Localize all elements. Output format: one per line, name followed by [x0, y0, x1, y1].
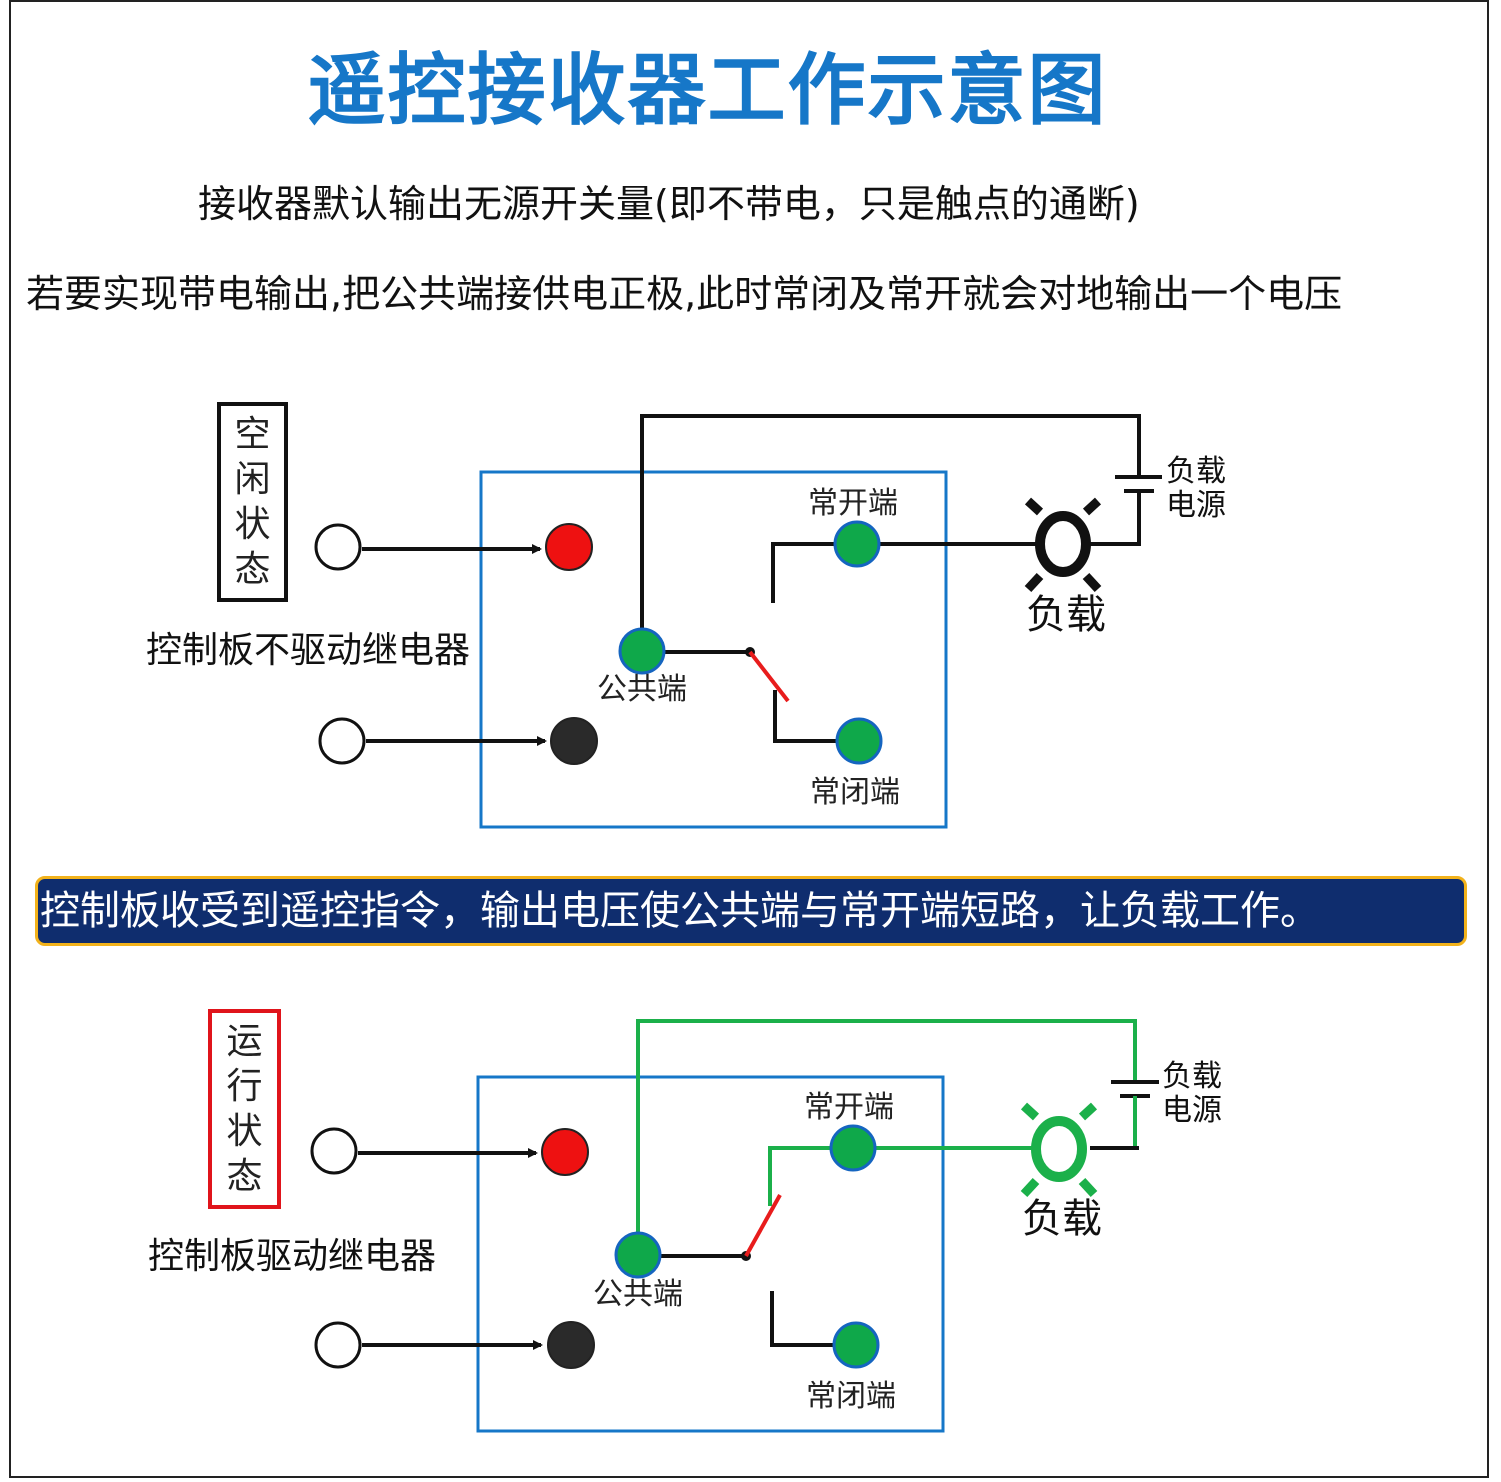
idle-diagram: 常开端 公共端 常闭端 负载 电源 负载 [314, 414, 1226, 829]
idle-state-char: 闲 [234, 459, 271, 500]
idle-indicator-red [545, 523, 593, 571]
running-state-char: 状 [226, 1111, 263, 1152]
idle-state-box: 空 闲 状 态 [217, 402, 288, 602]
idle-supply-label-1: 负载 [1166, 454, 1226, 489]
idle-nc-label: 常闭端 [810, 775, 900, 810]
running-indicator-red [541, 1128, 589, 1176]
running-no-terminal [829, 1124, 877, 1172]
outer-frame [9, 0, 1489, 1478]
idle-input-terminal-top [314, 523, 362, 571]
idle-switch-blade [748, 650, 790, 703]
idle-common-terminal [618, 627, 666, 675]
running-common-label: 公共端 [593, 1277, 683, 1312]
running-input-terminal-bottom [314, 1321, 362, 1369]
running-control-label: 控制板驱动继电器 [148, 1236, 437, 1277]
running-load-lamp-icon [1020, 1102, 1098, 1198]
info-banner: 控制板收受到遥控指令，输出电压使公共端与常开端短路，让负载工作。 [35, 876, 1467, 946]
idle-load-label: 负载 [1026, 592, 1106, 638]
running-load-label: 负载 [1022, 1196, 1102, 1242]
page-title: 遥控接收器工作示意图 [307, 45, 1108, 136]
running-nc-contact-wire [770, 1291, 856, 1347]
idle-no-terminal [833, 520, 881, 568]
note-powered-output: 若要实现带电输出,把公共端接供电正极,此时常闭及常开就会对地输出一个电压 [26, 272, 1343, 316]
idle-state-char: 空 [234, 414, 271, 455]
idle-relay-box [479, 470, 948, 829]
running-indicator-black [547, 1321, 595, 1369]
idle-load-lamp-icon [1024, 497, 1102, 593]
idle-indicator-black [550, 717, 598, 765]
idle-supply-wire-lower [1090, 491, 1141, 546]
running-diagram: 常开端 公共端 常闭端 负载 电源 负载 [310, 1019, 1222, 1433]
note-passive-output: 接收器默认输出无源开关量(即不带电，只是触点的通断) [198, 182, 1140, 226]
idle-no-label: 常开端 [808, 486, 898, 521]
running-state-char: 运 [226, 1021, 263, 1062]
idle-supply-label-2: 电源 [1166, 488, 1226, 523]
idle-state-char: 态 [234, 549, 271, 590]
running-input-terminal-top [310, 1127, 358, 1175]
running-nc-label: 常闭端 [806, 1379, 896, 1414]
idle-input-terminal-bottom [318, 717, 366, 765]
running-relay-box [476, 1075, 945, 1433]
running-switch-blade [744, 1194, 782, 1257]
idle-nc-terminal [835, 717, 883, 765]
running-state-char: 态 [226, 1156, 263, 1197]
running-state-box: 运 行 状 态 [208, 1009, 281, 1209]
running-nc-terminal [832, 1321, 880, 1369]
running-no-label: 常开端 [804, 1090, 894, 1125]
running-common-terminal [614, 1231, 662, 1279]
idle-state-char: 状 [234, 504, 271, 545]
idle-supply-wire [640, 414, 1141, 651]
idle-nc-contact-wire [773, 690, 859, 743]
running-no-contact-wire [768, 1146, 853, 1206]
idle-control-label: 控制板不驱动继电器 [146, 630, 471, 671]
idle-no-contact-wire [771, 542, 857, 603]
running-supply-wire [636, 1019, 1137, 1255]
running-state-char: 行 [226, 1066, 263, 1107]
running-supply-label-2: 电源 [1162, 1093, 1222, 1128]
running-supply-label-1: 负载 [1162, 1059, 1222, 1094]
idle-common-label: 公共端 [597, 672, 687, 707]
